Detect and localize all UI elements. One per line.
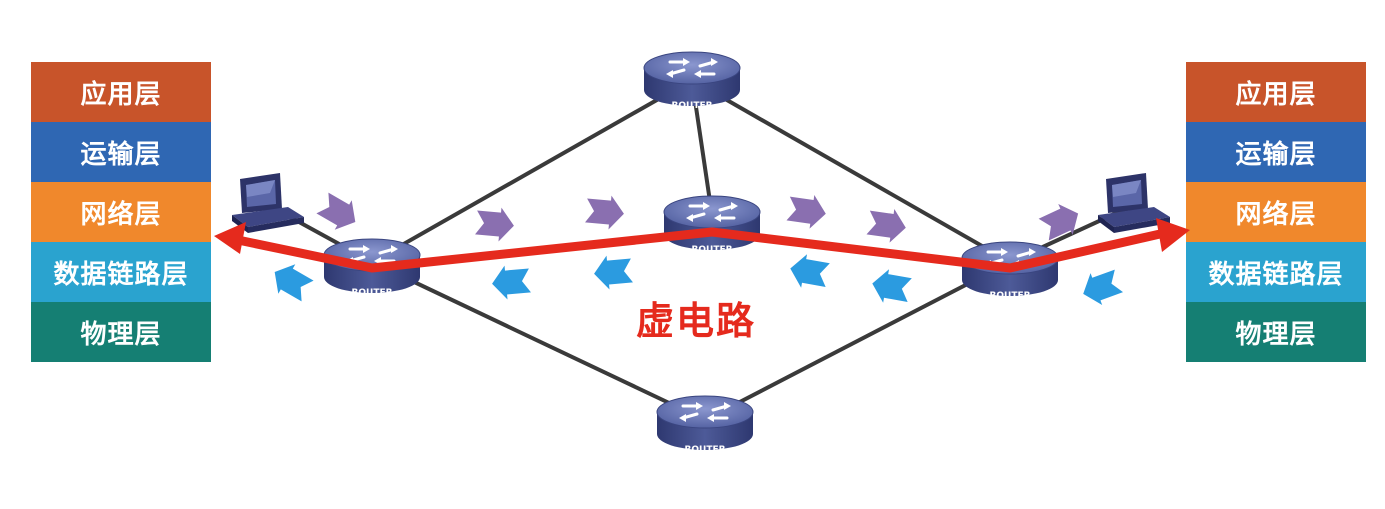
router-left: ROUTER — [322, 237, 422, 298]
backward-packet — [592, 253, 634, 291]
router-icon — [642, 50, 742, 108]
router-top: ROUTER — [642, 50, 742, 111]
virtual-circuit-path — [214, 218, 1190, 273]
virtual-circuit-label: 虚电路 — [636, 299, 757, 343]
forward-packet — [865, 205, 909, 245]
router-icon — [655, 394, 755, 452]
link-left-top — [371, 78, 693, 264]
link-top-right — [691, 78, 1011, 264]
layer-application: 应用层 — [31, 62, 211, 122]
backward-packet — [490, 263, 532, 301]
forward-packet — [313, 188, 364, 237]
link-bottom-right — [704, 260, 1011, 422]
left-protocol-stack: 应用层 运输层 网络层 数据链路层 物理层 — [31, 62, 211, 362]
backward-packet — [787, 251, 831, 292]
virtual-circuit-arrowhead-left — [214, 222, 246, 254]
router-label: ROUTER — [684, 445, 725, 455]
virtual-circuit-arrowhead-right — [1156, 218, 1190, 252]
router-bottom: ROUTER — [655, 394, 755, 455]
backward-packet — [266, 257, 317, 306]
backward-packet — [1077, 264, 1125, 310]
layer-physical: 物理层 — [1186, 302, 1366, 362]
layer-application: 应用层 — [1186, 62, 1366, 122]
link-left-bottom — [371, 260, 706, 422]
router-label: ROUTER — [989, 291, 1030, 301]
layer-transport: 运输层 — [1186, 122, 1366, 182]
router-label: ROUTER — [691, 245, 732, 255]
forward-packet — [785, 191, 829, 231]
right-protocol-stack: 应用层 运输层 网络层 数据链路层 物理层 — [1186, 62, 1366, 362]
layer-data-link: 数据链路层 — [31, 242, 211, 302]
router-label: ROUTER — [351, 288, 392, 298]
layer-transport: 运输层 — [31, 122, 211, 182]
forward-packet — [584, 193, 626, 231]
forward-packet — [474, 205, 516, 243]
router-label: ROUTER — [671, 101, 712, 111]
router-icon — [662, 194, 762, 252]
layer-network: 网络层 — [1186, 182, 1366, 242]
router-right: ROUTER — [960, 240, 1060, 301]
layer-physical: 物理层 — [31, 302, 211, 362]
backward-packet — [869, 266, 913, 307]
router-center: ROUTER — [662, 194, 762, 255]
layer-data-link: 数据链路层 — [1186, 242, 1366, 302]
layer-network: 网络层 — [31, 182, 211, 242]
network-links — [267, 78, 1135, 422]
